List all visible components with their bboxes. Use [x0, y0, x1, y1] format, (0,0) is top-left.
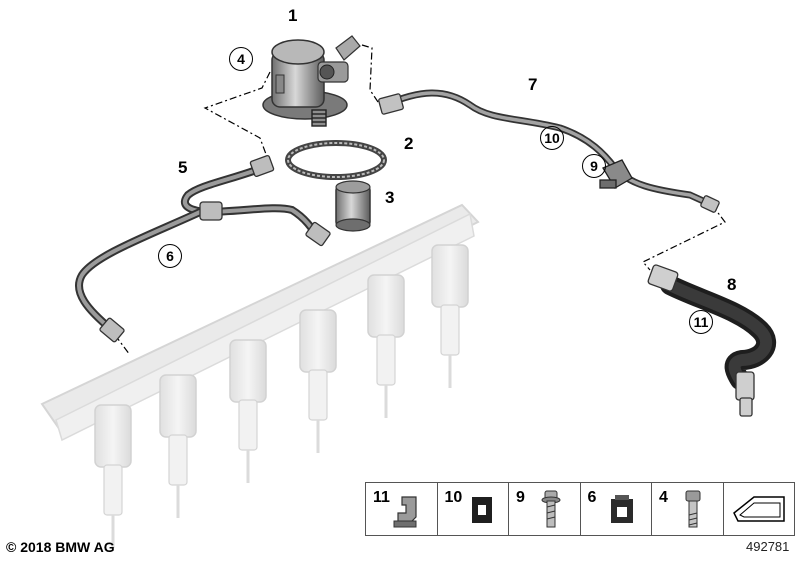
- legend-number: 10: [444, 489, 463, 506]
- legend-item-4: 4: [652, 483, 724, 535]
- legend-arrow-cell: [724, 483, 795, 535]
- grommet-icon: [471, 497, 492, 523]
- fuel-rail-ghost: [40, 203, 480, 548]
- legend-number: 9: [516, 489, 525, 506]
- legend-number: 4: [659, 489, 668, 506]
- screw-icon: [541, 490, 561, 528]
- legend-number: 6: [587, 489, 597, 506]
- callout-9: 9: [582, 154, 606, 178]
- bracket-icon: [610, 495, 633, 523]
- bolt-icon: [685, 490, 701, 528]
- legend-number: 11: [373, 489, 390, 506]
- callout-4: 4: [229, 47, 253, 71]
- callout-7: 7: [528, 75, 538, 94]
- fuel-hose: [660, 275, 777, 390]
- copyright-text: © 2018 BMW AG: [6, 539, 115, 555]
- callout-8: 8: [727, 275, 737, 294]
- callout-6: 6: [158, 244, 182, 268]
- callout-5: 5: [178, 158, 188, 177]
- callout-11: 11: [689, 310, 713, 334]
- legend-item-6: 6: [581, 483, 652, 535]
- parts-legend: 11 10 9 6 4: [365, 482, 795, 536]
- hose-fittings: [647, 264, 755, 417]
- legend-item-9: 9: [509, 483, 581, 535]
- callout-2: 2: [404, 134, 414, 153]
- legend-item-11: 11: [366, 483, 438, 535]
- clip-icon: [393, 496, 417, 528]
- callout-3: 3: [385, 188, 395, 207]
- arrow-icon: [732, 496, 785, 522]
- callout-10: 10: [540, 126, 564, 150]
- sealing-ring: [285, 140, 387, 180]
- legend-item-10: 10: [438, 483, 509, 535]
- roller-tappet: [335, 180, 371, 232]
- document-number: 492781: [746, 539, 790, 554]
- holder-clip: [599, 159, 633, 189]
- feed-line-fittings: [378, 93, 720, 213]
- fuel-feed-line: [381, 89, 716, 209]
- line-fittings: [99, 154, 331, 343]
- high-pressure-pump: [262, 35, 361, 127]
- callout-1: 1: [288, 6, 298, 25]
